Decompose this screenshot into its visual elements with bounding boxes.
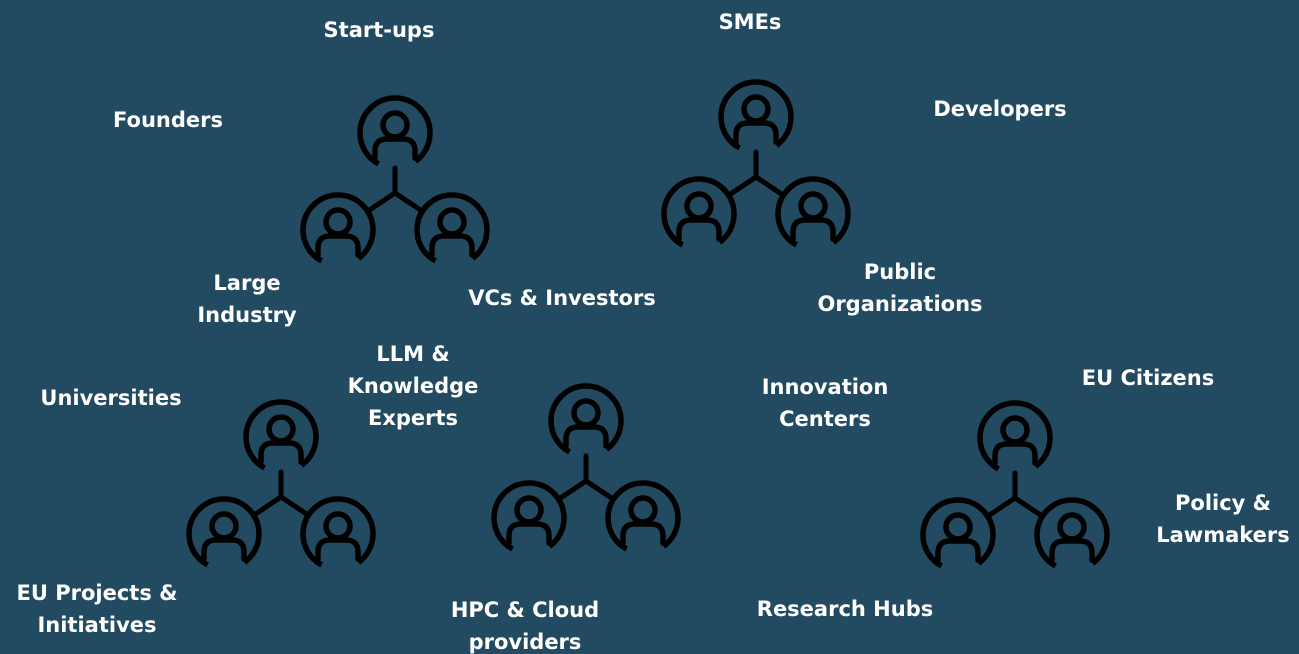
label-research-hubs: Research Hubs <box>756 597 934 621</box>
label-eu-citizens: EU Citizens <box>1081 366 1215 390</box>
label-eu-projects-initiatives: EU Projects & Initiatives <box>16 581 178 637</box>
label-universities: Universities <box>40 386 182 410</box>
label-developers: Developers <box>933 97 1067 121</box>
label-hpc-cloud-providers: HPC & Cloud providers <box>450 598 600 654</box>
label-llm-knowledge-experts: LLM & Knowledge Experts <box>347 342 479 430</box>
label-founders: Founders <box>113 108 223 132</box>
label-smes: SMEs <box>718 10 782 34</box>
network-people-icon <box>491 383 681 558</box>
label-policy-lawmakers: Policy & Lawmakers <box>1156 491 1290 547</box>
label-vcs-investors: VCs & Investors <box>468 286 656 310</box>
network-people-icon <box>300 95 490 270</box>
label-public-organizations: Public Organizations <box>817 260 983 316</box>
network-people-icon <box>661 79 851 254</box>
network-people-icon <box>920 400 1110 575</box>
label-innovation-centers: Innovation Centers <box>761 375 889 431</box>
label-start-ups: Start-ups <box>323 18 435 42</box>
label-large-industry: Large Industry <box>197 271 297 327</box>
